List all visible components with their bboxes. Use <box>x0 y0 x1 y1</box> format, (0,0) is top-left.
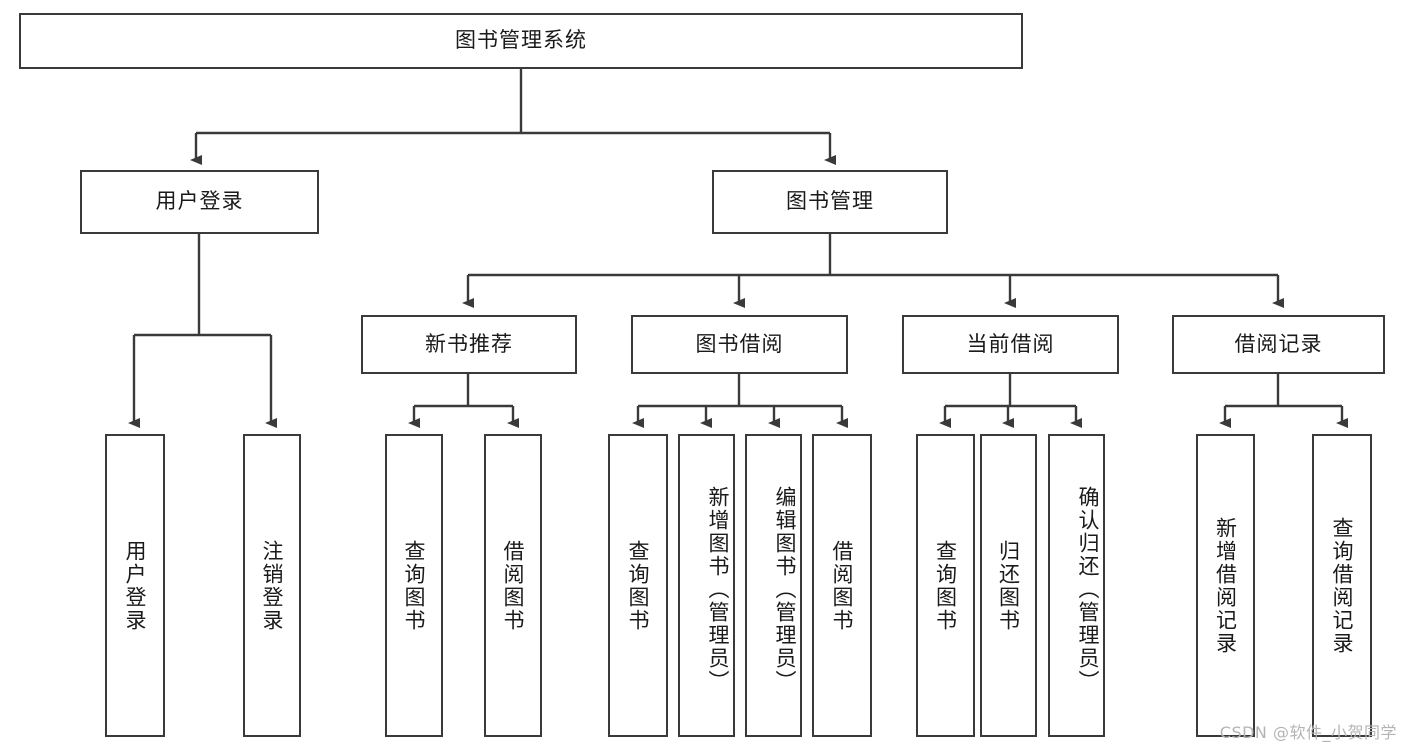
leaf-book-borrow-edit-book-admin[interactable]: 编辑图书（管理员） <box>745 434 802 737</box>
leaf-borrow-record-query-record[interactable]: 查询借阅记录 <box>1312 434 1372 737</box>
node-borrow-record[interactable]: 借阅记录 <box>1172 315 1385 374</box>
leaf-new-book-query-book[interactable]: 查询图书 <box>385 434 443 737</box>
node-current-borrow[interactable]: 当前借阅 <box>902 315 1119 374</box>
node-root-book-management-system[interactable]: 图书管理系统 <box>19 13 1023 69</box>
leaf-current-borrow-confirm-return-admin[interactable]: 确认归还（管理员） <box>1048 434 1105 737</box>
leaf-user-login-logout[interactable]: 注销登录 <box>243 434 301 737</box>
leaf-current-borrow-return-book[interactable]: 归还图书 <box>980 434 1037 737</box>
leaf-user-login-login[interactable]: 用户登录 <box>105 434 165 737</box>
leaf-book-borrow-borrow-book[interactable]: 借阅图书 <box>812 434 872 737</box>
node-book-borrow[interactable]: 图书借阅 <box>631 315 848 374</box>
leaf-borrow-record-add-record[interactable]: 新增借阅记录 <box>1196 434 1255 737</box>
leaf-new-book-borrow-book[interactable]: 借阅图书 <box>484 434 542 737</box>
watermark-text: CSDN @软件_小贺同学 <box>1219 723 1397 742</box>
leaf-current-borrow-query-book[interactable]: 查询图书 <box>916 434 975 737</box>
leaf-book-borrow-add-book-admin[interactable]: 新增图书（管理员） <box>678 434 735 737</box>
node-user-login[interactable]: 用户登录 <box>80 170 319 234</box>
node-new-book-recommend[interactable]: 新书推荐 <box>361 315 577 374</box>
leaf-book-borrow-query-book[interactable]: 查询图书 <box>608 434 668 737</box>
node-book-management[interactable]: 图书管理 <box>712 170 948 234</box>
